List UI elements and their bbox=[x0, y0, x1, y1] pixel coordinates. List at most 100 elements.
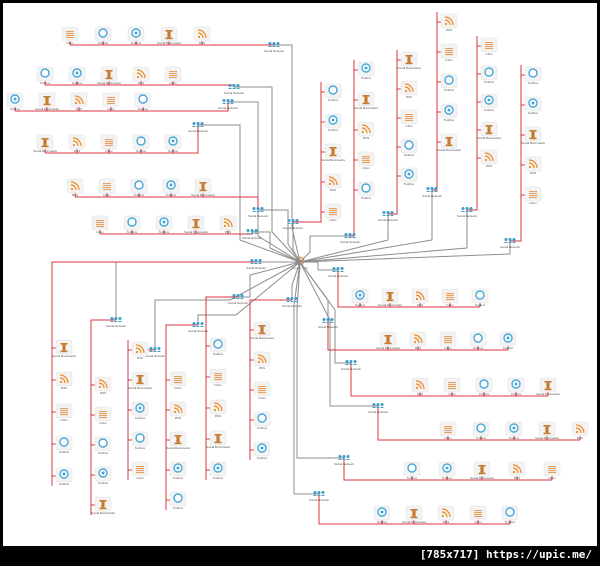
network-2-icon bbox=[222, 99, 234, 104]
rss-17-2-icon bbox=[441, 508, 451, 518]
cloud-8-3-label: Toolbox bbox=[404, 153, 415, 157]
trunk-12 bbox=[300, 261, 338, 271]
rss-15-4-label: RSS bbox=[577, 436, 583, 440]
rss-2-2-node: RSS bbox=[70, 92, 88, 111]
network-9-icon bbox=[426, 187, 438, 192]
share-14-3-label: Toolbox bbox=[511, 392, 522, 396]
cloud-21-0-label: Toolbox bbox=[173, 506, 184, 510]
cloud-13-3-label: Toolbox bbox=[473, 346, 484, 350]
inbox-11-4-label: Inbox bbox=[529, 201, 537, 205]
share-19-3-node: Toolbox bbox=[94, 466, 112, 485]
rss-5-4-node: RSS bbox=[219, 215, 237, 234]
rss-21-3-icon bbox=[173, 404, 183, 414]
share-13-4-icon bbox=[503, 333, 513, 343]
inbox-2-3-icon bbox=[107, 97, 115, 105]
column-11-2-icon bbox=[529, 130, 537, 140]
network-3-label: Social Network bbox=[188, 129, 209, 133]
network-21-label: Social Network bbox=[188, 329, 209, 333]
link-8 bbox=[388, 50, 398, 215]
column-7-1-icon bbox=[362, 95, 370, 105]
cloud-3-3-node: Toolbox bbox=[132, 134, 150, 153]
trunk-1 bbox=[234, 86, 301, 263]
inbox-15-0-label: Inbox bbox=[444, 436, 452, 440]
share-4-3-label: Toolbox bbox=[166, 193, 177, 197]
network-6-label: Social Network bbox=[283, 226, 304, 230]
trunk-23 bbox=[291, 261, 301, 300]
column-13-0-node: Social Bookmarks bbox=[376, 331, 401, 350]
rss-17-2-label: RSS bbox=[443, 520, 449, 524]
rss-2-2-icon bbox=[74, 95, 84, 105]
share-10-2-label: Toolbox bbox=[484, 108, 495, 112]
cloud-23-3-icon bbox=[257, 413, 267, 423]
cloud-19-2-icon bbox=[98, 438, 108, 448]
column-21-2-node: Social Bookmarks bbox=[166, 431, 191, 450]
share-18-4-node: Toolbox bbox=[55, 467, 73, 486]
network-8-label: Social Network bbox=[378, 218, 399, 222]
column-1-2-label: Social Bookmarks bbox=[97, 81, 122, 85]
inbox-21-4-label: Inbox bbox=[174, 386, 182, 390]
cloud-3-3-icon bbox=[136, 136, 146, 146]
inbox-20-0-node: Inbox bbox=[131, 461, 149, 480]
rss-22-2-icon bbox=[213, 402, 223, 412]
column-7-1-node: Social Bookmarks bbox=[354, 91, 379, 110]
share-11-1-label: Toolbox bbox=[528, 111, 539, 115]
cloud-23-3-node: Toolbox bbox=[253, 411, 271, 430]
rss-20-4-icon bbox=[135, 344, 145, 354]
rss-18-1-node: RSS bbox=[55, 371, 73, 390]
network-9-label: Social Network bbox=[422, 194, 443, 198]
share-22-0-label: Toolbox bbox=[213, 476, 224, 480]
inbox-14-1-node: Inbox bbox=[443, 377, 461, 396]
inbox-8-2-label: Inbox bbox=[405, 124, 413, 128]
column-10-3-label: Social Bookmarks bbox=[477, 136, 502, 140]
column-13-0-label: Social Bookmarks bbox=[376, 346, 401, 350]
rss-13-1-icon bbox=[413, 334, 423, 344]
network-22-label: Social Network bbox=[228, 301, 249, 305]
network-14-label: Social Network bbox=[341, 367, 362, 371]
network-16-node: Social Network bbox=[334, 455, 354, 466]
inbox-5-0-icon bbox=[96, 220, 104, 228]
rss-12-2-label: RSS bbox=[417, 303, 423, 307]
share-18-4-icon bbox=[59, 469, 69, 479]
network-10-icon bbox=[461, 207, 473, 212]
share-3-4-icon bbox=[168, 136, 178, 146]
rss-19-0-icon bbox=[98, 379, 108, 389]
rss-0-4-label: RSS bbox=[199, 41, 205, 45]
share-1-1-icon bbox=[72, 68, 82, 78]
cloud-16-0-node: Toolbox bbox=[403, 461, 421, 480]
inbox-5-0-node: Inbox bbox=[91, 215, 109, 234]
share-10-2-node: Toolbox bbox=[480, 93, 498, 112]
column-17-1-label: Social Bookmarks bbox=[402, 520, 427, 524]
rss-21-3-node: RSS bbox=[169, 401, 187, 420]
share-1-1-label: Toolbox bbox=[72, 81, 83, 85]
inbox-11-4-node: Inbox bbox=[524, 186, 542, 205]
share-13-4-node: Toolbox bbox=[499, 331, 517, 350]
share-12-0-node: Toolbox bbox=[351, 288, 369, 307]
share-20-2-icon bbox=[135, 403, 145, 413]
inbox-21-4-node: Inbox bbox=[169, 371, 187, 390]
column-22-1-node: Social Bookmarks bbox=[206, 430, 231, 449]
column-4-4-node: Social Bookmarks bbox=[191, 178, 216, 197]
rss-3-1-label: RSS bbox=[74, 149, 80, 153]
share-7-0-icon bbox=[361, 63, 371, 73]
trunk-6 bbox=[292, 222, 301, 263]
share-20-2-node: Toolbox bbox=[131, 401, 149, 420]
inbox-7-3-label: Inbox bbox=[362, 166, 370, 170]
rss-3-1-node: RSS bbox=[68, 134, 86, 153]
inbox-22-3-node: Inbox bbox=[209, 368, 227, 387]
column-6-2-icon bbox=[329, 147, 337, 157]
share-22-0-node: Toolbox bbox=[209, 461, 227, 480]
column-15-3-node: Social Bookmarks bbox=[535, 421, 560, 440]
column-18-0-icon bbox=[60, 343, 68, 353]
rss-9-0-icon bbox=[444, 16, 454, 26]
column-7-1-label: Social Bookmarks bbox=[354, 106, 379, 110]
column-15-3-label: Social Bookmarks bbox=[535, 436, 560, 440]
rss-11-3-label: RSS bbox=[530, 171, 536, 175]
share-3-4-node: Toolbox bbox=[164, 134, 182, 153]
rss-9-0-node: RSS bbox=[440, 13, 458, 32]
cloud-0-1-node: Toolbox bbox=[94, 26, 112, 45]
rss-8-1-label: RSS bbox=[406, 95, 412, 99]
inbox-15-0-icon bbox=[444, 426, 452, 434]
trunk-17 bbox=[293, 261, 319, 495]
share-4-3-icon bbox=[166, 180, 176, 190]
cloud-22-4-icon bbox=[213, 339, 223, 349]
